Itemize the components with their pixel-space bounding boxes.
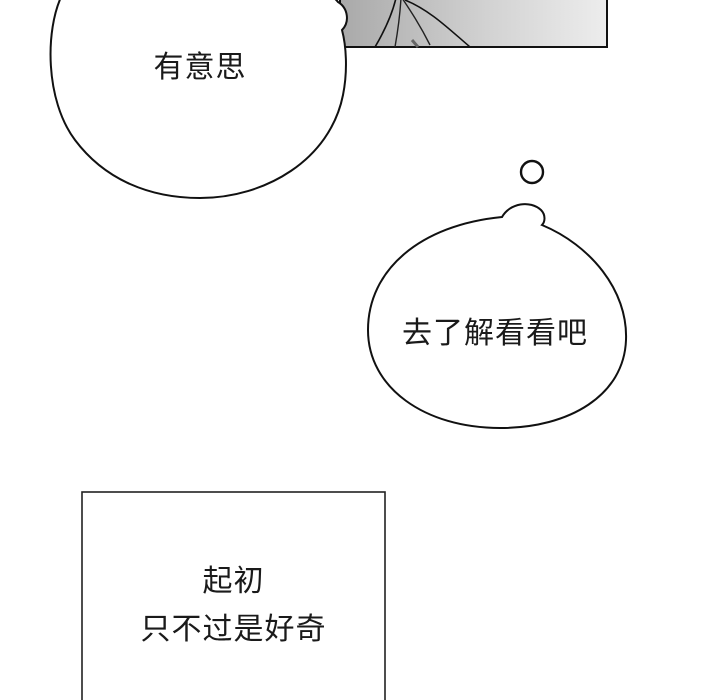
bubble-2-text: 去了解看看吧 bbox=[402, 316, 588, 351]
speech-bubble-1 bbox=[49, 0, 348, 200]
caption-line-2: 只不过是好奇 bbox=[140, 612, 327, 647]
bubble-1-text: 有意思 bbox=[153, 50, 247, 85]
caption-line-1: 起初 bbox=[202, 564, 265, 599]
top-panel bbox=[339, 0, 608, 48]
caption-box bbox=[81, 491, 386, 700]
thought-dot bbox=[519, 159, 545, 185]
speech-bubble-2 bbox=[366, 203, 628, 430]
